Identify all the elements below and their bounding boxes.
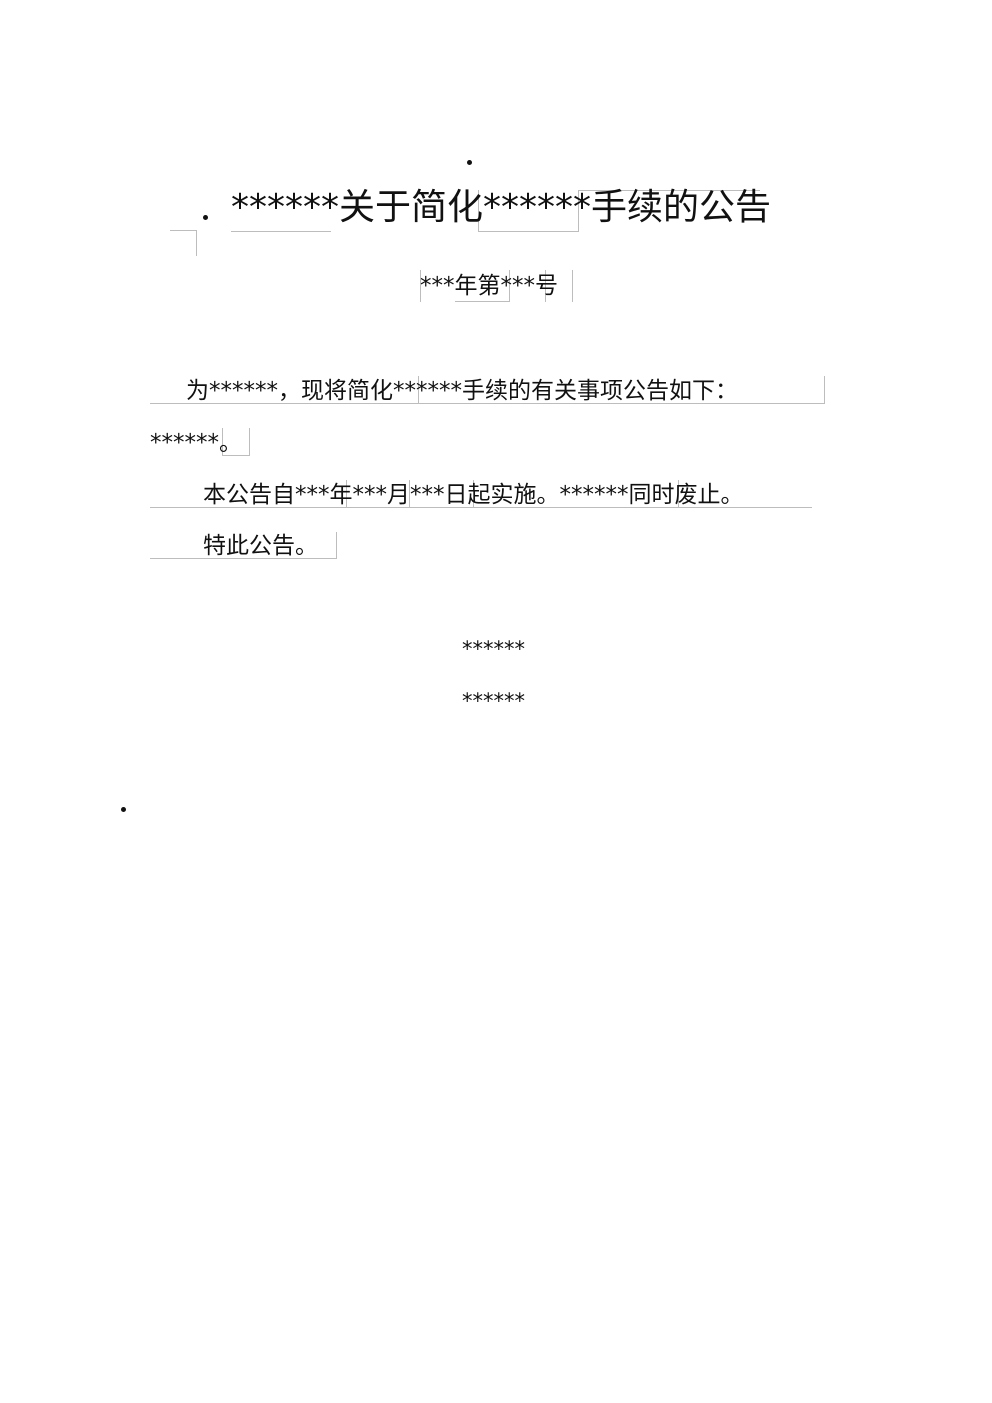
- intro-paragraph-line1: 为******，现将简化******手续的有关事项公告如下：: [186, 378, 738, 404]
- edit-mark: [455, 301, 510, 302]
- edit-mark: [222, 428, 223, 456]
- closing-paragraph: 特此公告。: [203, 533, 318, 559]
- edit-mark: [420, 270, 421, 302]
- edit-mark: [478, 231, 578, 232]
- bullet-marker: [203, 215, 208, 220]
- edit-mark: [578, 190, 579, 232]
- effective-date-paragraph: 本公告自***年***月***日起实施。******同时废止。: [203, 482, 744, 508]
- issuer-name: ******: [462, 637, 525, 661]
- edit-mark: [824, 376, 825, 404]
- edit-mark: [336, 532, 337, 559]
- edit-mark: [150, 558, 337, 559]
- edit-mark: [478, 190, 479, 232]
- edit-mark: [572, 270, 573, 302]
- edit-mark: [249, 428, 250, 456]
- document-number: ***年第***号: [420, 273, 558, 299]
- bullet-marker: [467, 160, 472, 165]
- edit-mark: [170, 230, 197, 231]
- edit-mark: [418, 376, 419, 404]
- edit-mark: [150, 403, 825, 404]
- edit-mark: [678, 480, 679, 508]
- edit-mark: [196, 230, 197, 256]
- edit-mark: [150, 507, 812, 508]
- edit-mark: [578, 190, 760, 191]
- edit-mark: [231, 231, 331, 232]
- bullet-marker: [121, 807, 126, 812]
- edit-mark: [473, 480, 474, 508]
- issue-date: ******: [462, 689, 525, 713]
- intro-paragraph-line2: ******。: [150, 430, 242, 456]
- edit-mark: [545, 270, 546, 302]
- edit-mark: [222, 455, 249, 456]
- edit-mark: [509, 270, 510, 302]
- notice-title: ******关于简化******手续的公告: [231, 187, 772, 228]
- edit-mark: [409, 480, 410, 508]
- edit-mark: [346, 480, 347, 508]
